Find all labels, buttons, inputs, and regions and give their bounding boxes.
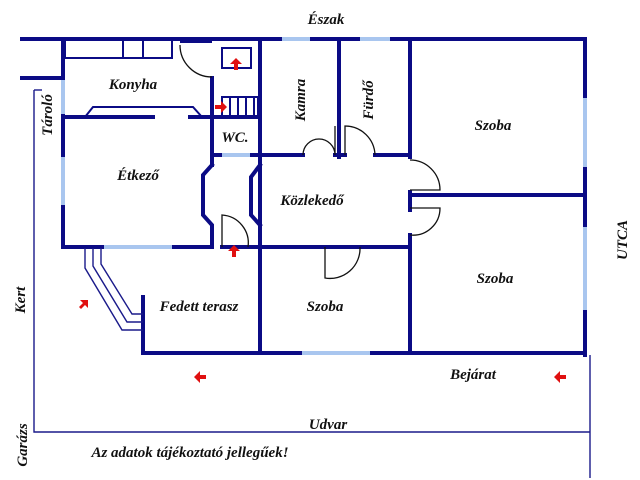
label-street: UTCA <box>615 220 631 260</box>
label-pantry: Kamra <box>293 78 309 122</box>
label-kitchen: Konyha <box>108 77 158 93</box>
arrow-up-icon <box>228 245 240 257</box>
direction-arrows <box>79 58 566 383</box>
label-bathroom: Fürdő <box>361 79 377 121</box>
label-dining: Étkező <box>116 167 160 184</box>
windows <box>61 37 587 355</box>
arrow-diagonal-icon <box>79 300 88 309</box>
doors <box>179 44 441 280</box>
label-covered-terrace: Fedett terasz <box>159 299 239 315</box>
arrow-right-icon <box>215 101 227 113</box>
label-hallway: Közlekedő <box>279 193 345 209</box>
arrow-up-icon <box>230 58 242 70</box>
walls <box>20 37 587 357</box>
arrow-left-icon <box>194 371 206 383</box>
label-garage: Garázs <box>15 423 31 467</box>
label-entrance: Bejárat <box>449 367 497 383</box>
label-room-top-right: Szoba <box>475 118 512 134</box>
label-storage: Tároló <box>40 94 56 136</box>
property-lines <box>33 89 591 478</box>
fixtures <box>64 39 259 331</box>
arrow-left-icon <box>554 371 566 383</box>
label-room-bottom-middle: Szoba <box>307 299 344 315</box>
disclaimer-text: Az adatok tájékoztató jellegűek! <box>90 445 288 461</box>
label-garden: Kert <box>13 286 29 315</box>
label-wc: WC. <box>221 130 248 146</box>
label-room-bottom-right: Szoba <box>477 271 514 287</box>
label-north: Észak <box>307 11 345 28</box>
label-yard: Udvar <box>309 417 347 433</box>
